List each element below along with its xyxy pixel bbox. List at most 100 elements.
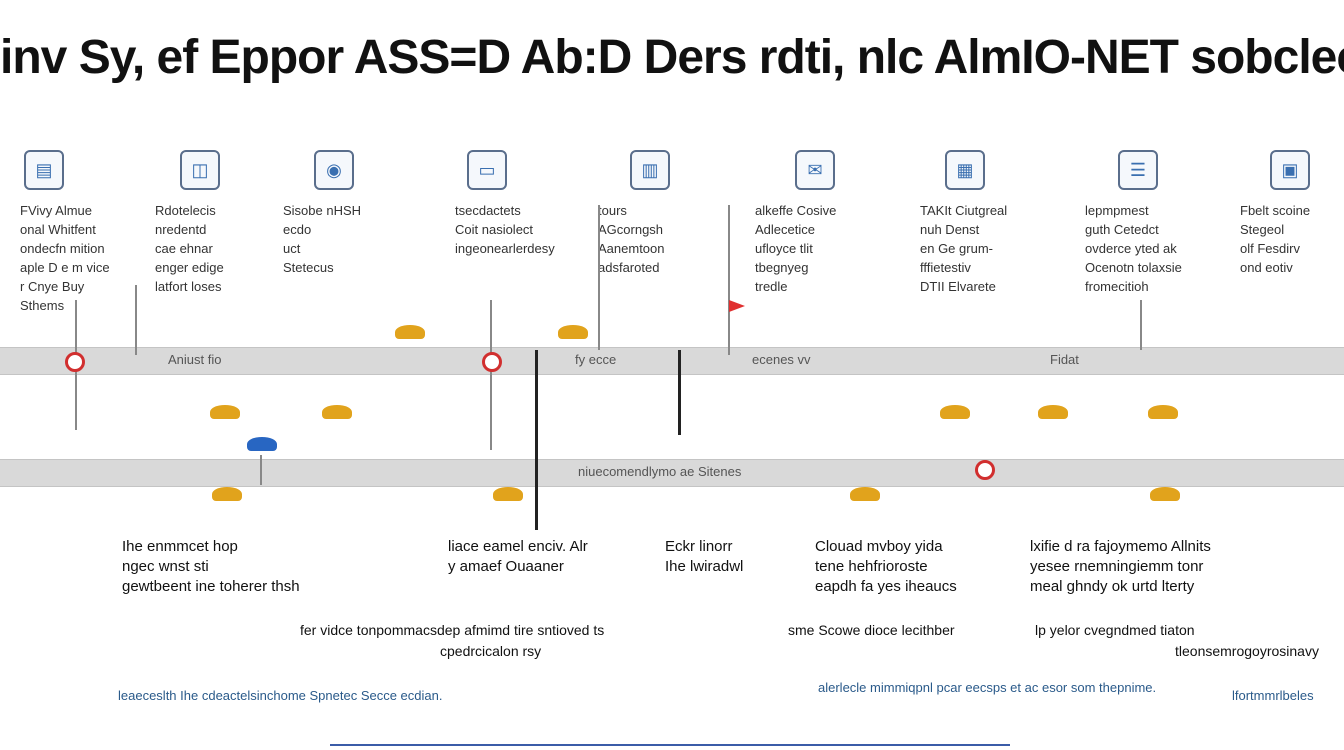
connector-line [598, 205, 600, 350]
column-text-line: alkeffe Cosive [755, 203, 837, 218]
column-text-line: ond eotiv [1240, 260, 1293, 275]
column-text-line: guth Cetedct [1085, 222, 1159, 237]
footer-rule [330, 744, 1010, 746]
column-text-line: DTII Elvarete [920, 279, 996, 294]
milestone-marker [940, 405, 970, 419]
ring-marker [975, 460, 995, 480]
callout-text-line: lxifie d ra fajoymemo Allnits [1030, 538, 1211, 555]
column-text-line: onal Whitfent [20, 222, 96, 237]
column-text-line: tbegnyeg [755, 260, 809, 275]
column-text-line: TAKIt Ciutgreal [920, 203, 1008, 218]
callout-text-line: Eckr linorr [665, 538, 733, 555]
band-label: niuecomendlymo ae Sitenes [578, 464, 742, 479]
column-text-line: Sthems [20, 298, 65, 313]
column-text-line: ondecfn mition [20, 241, 105, 256]
column-text-line: Stegeol [1240, 222, 1285, 237]
column-text-line: Adlecetice [755, 222, 815, 237]
column-text-line: ingeonearlerdesy [455, 241, 555, 256]
milestone-marker [322, 405, 352, 419]
milestone-marker [1038, 405, 1068, 419]
callout-text-line: yesee rnemningiemm tonr [1030, 558, 1204, 575]
callout-text-line: Ihe enmmcet hop [122, 538, 238, 555]
column-text-line: fffietestiv [920, 260, 971, 275]
column-text-line: Ocenotn tolaxsie [1085, 260, 1182, 275]
note-text-line: cpedrcicalon rsy [440, 643, 542, 659]
connector-line [1140, 300, 1142, 350]
footer-note-right: alerlecle mimmiqpnl pcar eecsps et ac es… [818, 680, 1157, 695]
band-label: Fidat [1050, 352, 1079, 367]
column-text-line: Stetecus [283, 260, 334, 275]
document-icon: ☰ [1118, 150, 1158, 190]
column-text-line: adsfaroted [598, 260, 660, 275]
column-text-line: cae ehnar [155, 241, 213, 256]
column-text-line: nuh Denst [920, 222, 980, 237]
milestone-marker [1148, 405, 1178, 419]
connector-line [678, 350, 681, 435]
column-text-line: tours [598, 203, 627, 218]
footer-note-far-right: lfortmmrlbeles [1232, 688, 1314, 703]
slider-icon: ▭ [467, 150, 507, 190]
upper-timeline-band [0, 347, 1344, 375]
column-text-line: fromecitioh [1085, 279, 1149, 294]
connector-line [135, 285, 137, 355]
band-label: fy ecce [575, 352, 617, 367]
monitor-icon: ▤ [24, 150, 64, 190]
milestone-marker [212, 487, 242, 501]
column-text-line: Sisobe nHSH [283, 203, 362, 218]
milestone-marker [1150, 487, 1180, 501]
column-text-line: latfort loses [155, 279, 222, 294]
connector-line [260, 455, 262, 485]
column-text-line: uct [283, 241, 301, 256]
note-text-line: fer vidce tonpommacsdep afmimd tire snti… [300, 622, 605, 638]
column-text-line: tredle [755, 279, 788, 294]
chat-icon: ✉ [795, 150, 835, 190]
callout-text-line: Clouad mvboy yida [815, 538, 943, 555]
band-label: ecenes vv [752, 352, 811, 367]
column-text-line: ecdo [283, 222, 312, 237]
column-text-line: olf Fesdirv [1240, 241, 1300, 256]
column-text-line: FVivy Almue [20, 203, 93, 218]
footer-note-left: leaeceslth Ihe cdeactelsinchome Spnetec … [118, 688, 443, 703]
column-text-line: nredentd [155, 222, 207, 237]
milestone-marker-blue [247, 437, 277, 451]
callout-text-line: Ihe lwiradwl [665, 558, 744, 575]
column-text-line: ufloyce tlit [755, 241, 813, 256]
milestone-marker [493, 487, 523, 501]
column-text-line: Rdotelecis [155, 203, 216, 218]
note-text-line: tleonsemrogoyrosinavy [1175, 643, 1319, 659]
callout-text-line: gewtbeent ine toherer thsh [122, 578, 300, 595]
globe-icon: ◉ [314, 150, 354, 190]
grid-icon: ▦ [945, 150, 985, 190]
column-text-line: en Ge grum- [920, 241, 993, 256]
column-text-line: ovderce yted ak [1085, 241, 1177, 256]
callout-text-line: meal ghndy ok urtd lterty [1030, 578, 1195, 595]
milestone-marker [850, 487, 880, 501]
callout-text-line: eapdh fa yes iheaucs [815, 578, 957, 595]
column-text-line: enger edige [155, 260, 224, 275]
gauge-icon: ◫ [180, 150, 220, 190]
ring-marker [65, 352, 85, 372]
column-text-line: r Cnye Buy [20, 279, 85, 294]
band-label: Aniust fio [168, 352, 222, 367]
milestone-marker [395, 325, 425, 339]
note-text-line: sme Scowe dioce lecithber [788, 622, 955, 638]
milestone-marker [210, 405, 240, 419]
column-text-line: lepmpmest [1085, 203, 1149, 218]
callout-text-line: liace eamel enciv. Alr [448, 538, 588, 555]
screen-icon: ▣ [1270, 150, 1310, 190]
chart-icon: ▥ [630, 150, 670, 190]
connector-line [728, 205, 730, 355]
connector-line [490, 300, 492, 450]
column-text-line: tsecdactets [455, 203, 521, 218]
connector-line [535, 350, 538, 530]
ring-marker [482, 352, 502, 372]
column-text-line: AGcorngsh [598, 222, 664, 237]
callout-text-line: ngec wnst sti [122, 558, 209, 575]
diagram-title: inv Sy, ef Eppor ASS=D Ab:D Ders rdti, n… [0, 31, 1344, 84]
column-text-line: Fbelt scoine [1240, 203, 1311, 218]
lower-timeline-band [0, 459, 1344, 487]
callout-text-line: tene hehfrioroste [815, 558, 928, 575]
flag-icon [729, 300, 745, 312]
column-text-line: aple D e m vice [20, 260, 110, 275]
column-text-line: Coit nasiolect [455, 222, 534, 237]
